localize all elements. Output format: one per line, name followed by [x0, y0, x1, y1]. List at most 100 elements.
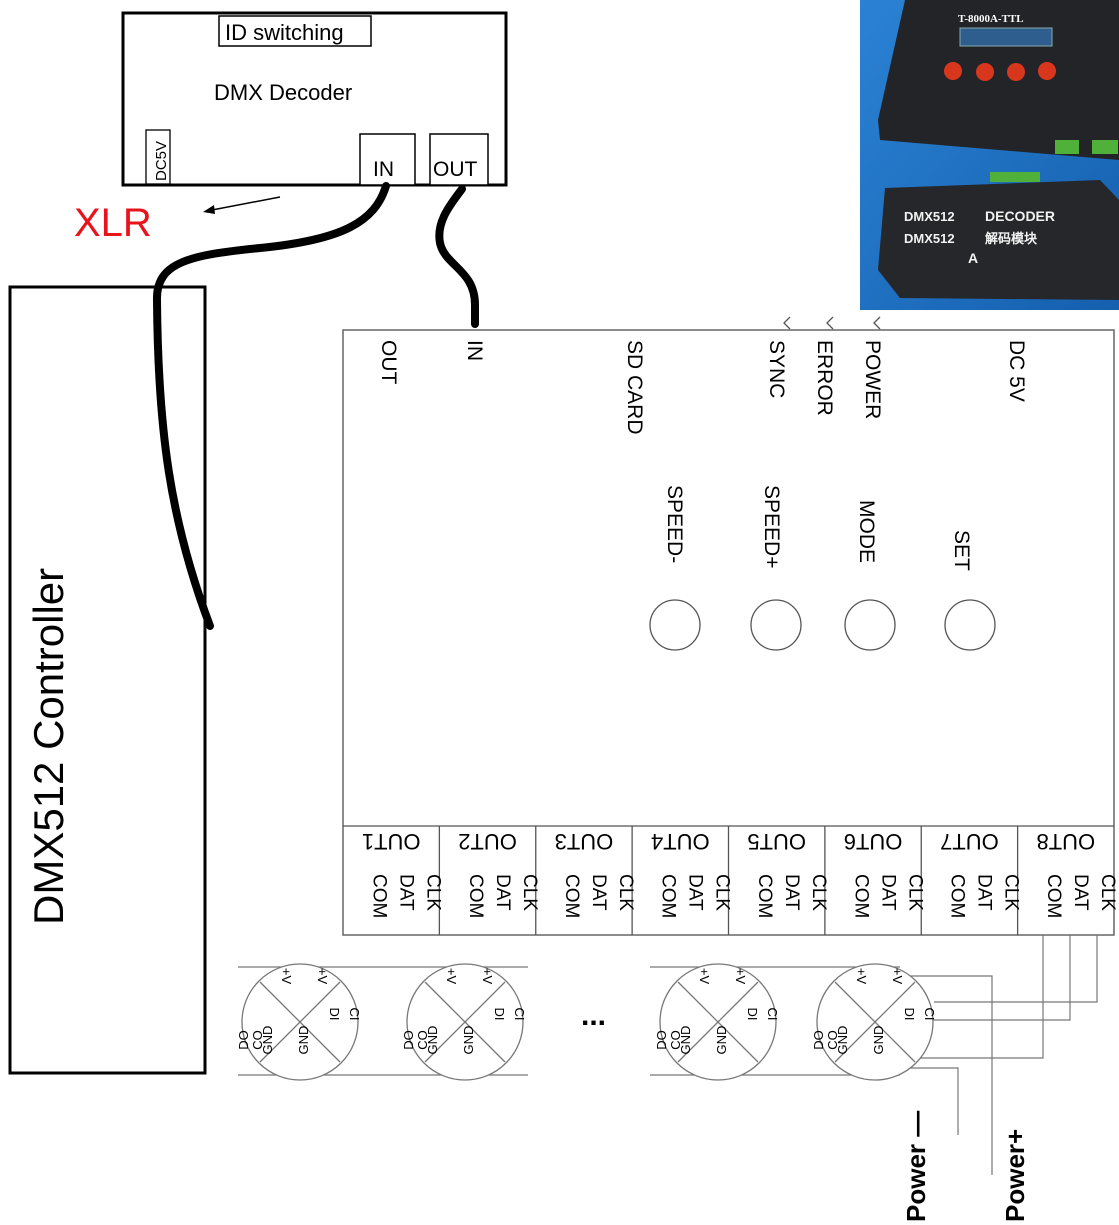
pin-label-com: COM: [465, 874, 486, 918]
button-label-set: SET: [950, 530, 973, 571]
pixel-pin-label: GND: [871, 1026, 886, 1055]
wire-power-neg: [900, 1067, 959, 1135]
pixel-pin-label: CI: [347, 1008, 362, 1021]
pin-label-com: COM: [658, 874, 679, 918]
decoder-out-label: OUT: [433, 158, 478, 181]
pixel-wiring: Power — Power+: [900, 935, 1098, 1222]
wire-clk: [934, 935, 1098, 1003]
control-buttons: SPEED- SPEED+ MODE SET: [649, 485, 996, 651]
port-label-dc5v: DC 5V: [1005, 340, 1028, 402]
button-label-speed-plus: SPEED+: [760, 485, 783, 568]
id-switch-box: [218, 15, 372, 47]
decoder-out-port: [429, 133, 489, 186]
photo-red-button: [1038, 62, 1056, 80]
pixel-pin-label: CO: [668, 1030, 683, 1050]
pixel-pin-label: CO: [250, 1030, 265, 1050]
pin-label-dat: DAT: [781, 874, 802, 911]
output-label-8: OUT8: [1036, 829, 1095, 854]
pixel-pin-label: DO: [654, 1030, 669, 1050]
pin-label-dat: DAT: [588, 874, 609, 911]
pin-label-dat: DAT: [492, 874, 513, 911]
pin-label-clk: CLK: [904, 874, 925, 911]
pixel-pin-label: DI: [745, 1008, 760, 1021]
pin-label-com: COM: [561, 874, 582, 918]
dmx512-controller: DMX512 Controller: [8, 285, 207, 1075]
photo-controller-device: [878, 0, 1119, 160]
pixel-pin-label: CI: [922, 1008, 937, 1021]
power-positive-label: Power+: [1000, 1129, 1030, 1222]
sync-led: [783, 316, 791, 330]
output-label-4: OUT4: [651, 829, 710, 854]
pixel-pin-label: GND: [835, 1026, 850, 1055]
pixel-pin-label: CI: [765, 1008, 780, 1021]
output-ports: OUT1 OUT2 OUT3 OUT4 OUT5 OUT6 OUT7 OUT8: [362, 829, 1095, 854]
speed-plus-button: [750, 599, 802, 651]
photo-lcd: [959, 27, 1053, 47]
wire-dat: [925, 935, 1071, 1021]
pin-label-clk: CLK: [422, 874, 443, 911]
pin-label-clk: CLK: [615, 874, 636, 911]
product-photo: T-8000A-TTL DMX512 DECODER DMX512 解码模块 A: [860, 0, 1119, 310]
cable-controller-to-decoder-in: [152, 182, 390, 630]
port-label-power: POWER: [861, 340, 884, 419]
decoder-in-port: [359, 133, 416, 186]
button-label-speed-minus: SPEED-: [663, 485, 686, 563]
dmx512-controller-box: [8, 285, 207, 1075]
pin-label-clk: CLK: [808, 874, 829, 911]
pixel-chip-cross: [259, 981, 341, 1063]
photo-decoder-device: [878, 180, 1119, 300]
pixel-pin-label: DO: [236, 1030, 251, 1050]
photo-model-text: T-8000A-TTL: [958, 13, 1024, 25]
pin-label-clk: CLK: [712, 874, 733, 911]
power-negative-label: Power —: [901, 1111, 931, 1222]
dc5v-label: DC5V: [153, 141, 170, 181]
pixel-pin-label: CO: [415, 1030, 430, 1050]
power-led: [873, 316, 881, 330]
mode-button: [844, 599, 896, 651]
pixel-pin-label: +V: [315, 968, 330, 985]
pixel-pin-label: +V: [480, 968, 495, 985]
output-label-7: OUT7: [940, 829, 999, 854]
pixel-pin-label: GND: [714, 1026, 729, 1055]
pixel-pin-label: DI: [327, 1008, 342, 1021]
port-label-sd-card: SD CARD: [623, 340, 646, 435]
pixel-chip-cross: [677, 981, 759, 1063]
output-label-2: OUT2: [458, 829, 517, 854]
set-button: [944, 599, 996, 651]
wire-com: [905, 935, 1044, 1059]
pixel-pin-label: +V: [890, 968, 905, 985]
photo-decoder-line1: DMX512: [904, 209, 955, 224]
output-dividers: [438, 826, 1019, 935]
button-label-mode: MODE: [855, 500, 878, 563]
dmx512-controller-title: DMX512 Controller: [25, 568, 72, 925]
pixel-pin-label: GND: [296, 1026, 311, 1055]
port-label-out: OUT: [377, 340, 400, 385]
output-label-1: OUT1: [362, 829, 421, 854]
pin-label-clk: CLK: [519, 874, 540, 911]
pixel-pin-label: +V: [444, 968, 459, 985]
photo-red-button: [976, 63, 994, 81]
photo-green-terminal: [1055, 140, 1079, 154]
port-label-sync: SYNC: [765, 340, 788, 398]
error-led: [826, 316, 834, 330]
photo-red-button: [944, 62, 962, 80]
pin-label-dat: DAT: [1070, 874, 1091, 911]
xlr-label: XLR: [74, 201, 152, 245]
photo-decoder-word: DECODER: [985, 208, 1055, 224]
xlr-arrow-line: [211, 196, 281, 211]
output-label-6: OUT6: [844, 829, 903, 854]
pin-label-dat: DAT: [974, 874, 995, 911]
pixel-pin-label: +V: [733, 968, 748, 985]
photo-decoder-terminal: [990, 172, 1040, 182]
pixel-pin-label: +V: [279, 968, 294, 985]
pixel-pin-label: DI: [902, 1008, 917, 1021]
xlr-arrow-head: [203, 205, 215, 214]
top-port-labels: OUT IN SD CARD SYNC ERROR POWER DC 5V: [377, 340, 1028, 435]
port-label-in: IN: [463, 340, 486, 361]
